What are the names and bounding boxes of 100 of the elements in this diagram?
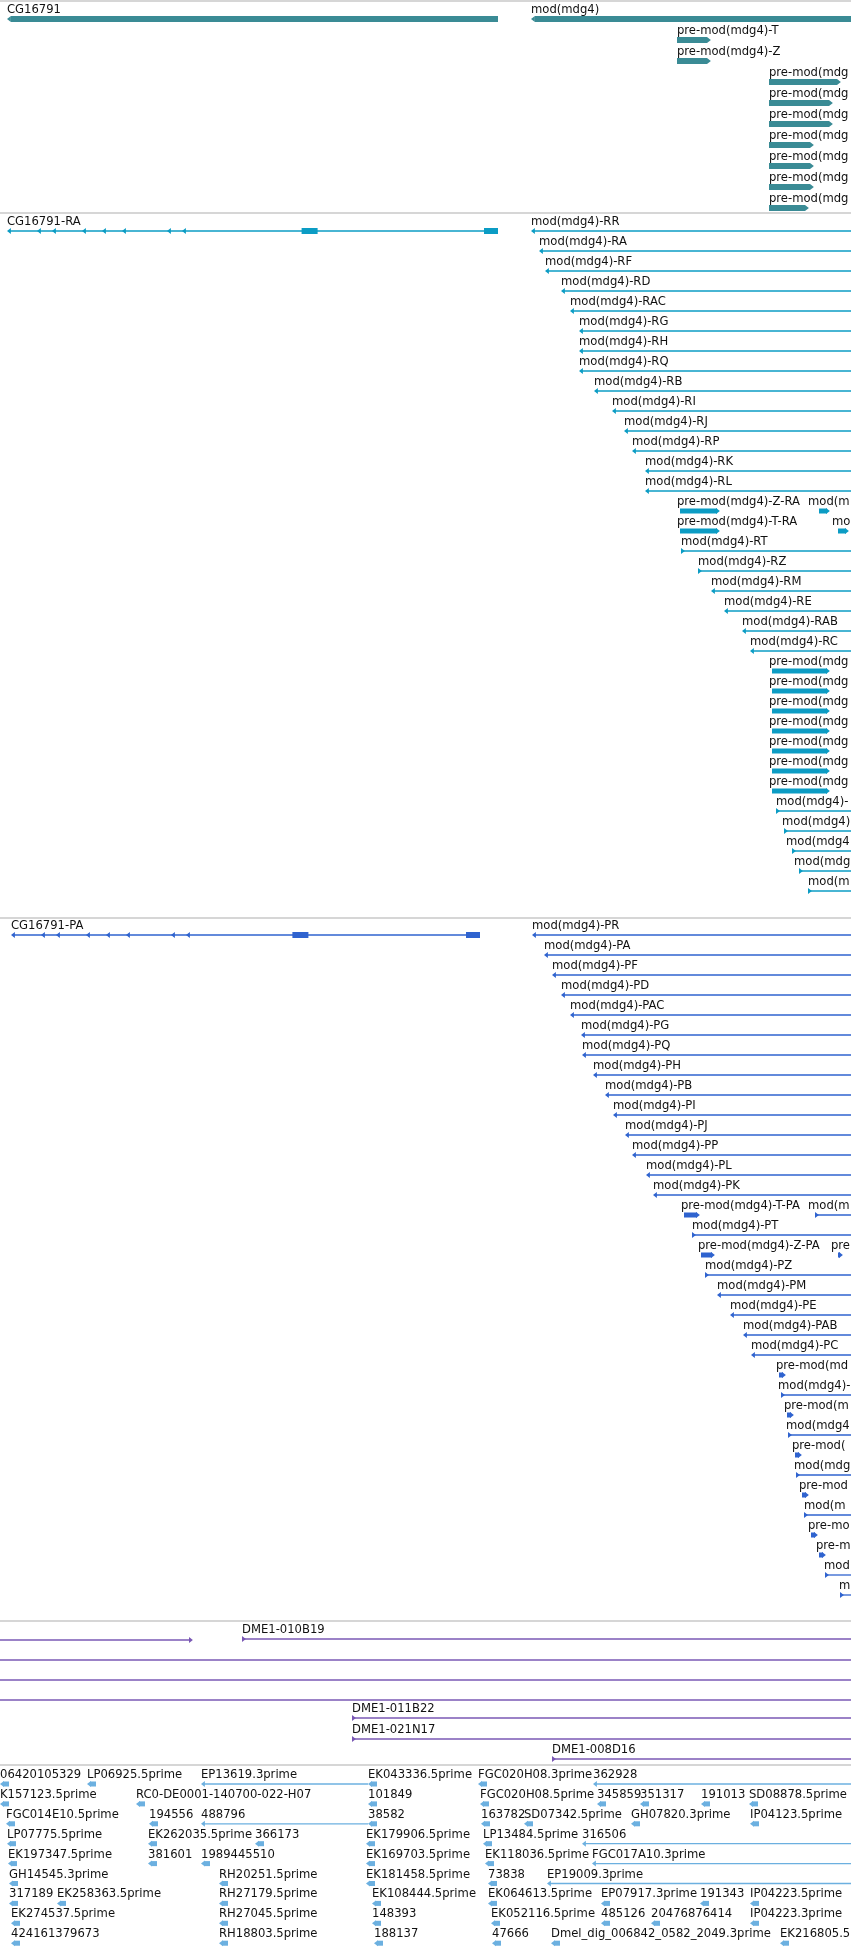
feature-label: pre-mod(mdg4)-T-RA <box>677 514 798 528</box>
feature-label: LP06925.5prime <box>87 1767 183 1781</box>
feature-label: IP04223.5prime <box>750 1886 843 1901</box>
feature-label: SD08878.5prime <box>749 1786 847 1801</box>
feature-label: 317189 <box>9 1886 54 1901</box>
feature-label: mod(mdg4)-PAB <box>743 1318 838 1332</box>
feature-label: EK197347.5prime <box>8 1846 113 1861</box>
feature-label: 485126 <box>601 1906 646 1921</box>
feature-label: mod(mdg <box>794 854 851 868</box>
feature-label: pre-mod(mdg <box>769 734 849 748</box>
feature-label: mod(mdg4)-PI <box>613 1098 696 1112</box>
feature-label: EK181458.5prime <box>366 1866 471 1881</box>
feature-label: pre-mod(mdg <box>769 654 849 668</box>
feature-label: 345859 <box>597 1786 642 1801</box>
feature-label: mod(mdg4)-RR <box>531 214 620 228</box>
feature-label: 381601 <box>148 1846 193 1861</box>
feature-label: mod(mdg4)-PQ <box>582 1038 671 1052</box>
feature-label: mod(mdg4)- <box>778 1378 851 1392</box>
feature-label: pre-mod( <box>792 1438 846 1452</box>
feature-label: 424161379673 <box>11 1926 100 1941</box>
feature-label: mod(mdg4)-RK <box>645 454 734 468</box>
feature-label: GH07820.3prime <box>631 1806 731 1821</box>
feature-label: mod(m <box>808 494 850 508</box>
feature-label: 188137 <box>374 1926 419 1941</box>
feature-label: pre-mod(mdg <box>769 694 849 708</box>
feature-label: mod(mdg4)-PZ <box>705 1258 793 1272</box>
feature-label: mod(mdg4)-RT <box>681 534 768 548</box>
feature-label: 194556 <box>149 1806 194 1821</box>
feature-label: pre-mod(mdg <box>769 86 849 100</box>
feature-label: pre-mod(mdg <box>769 65 849 79</box>
feature-label: mod(m <box>808 874 850 888</box>
feature-label: EK052116.5prime <box>491 1906 596 1921</box>
feature-label: mod(mdg4)-PM <box>717 1278 807 1292</box>
feature-label: pre <box>831 1238 850 1252</box>
feature-label: mod <box>824 1558 850 1572</box>
feature-label: RH18803.5prime <box>219 1926 318 1941</box>
feature-label: pre-mod(mdg <box>769 754 849 768</box>
feature-label: mod(m <box>808 1198 850 1212</box>
feature-label: Dmel_dig_006842_0582_2049.3prime <box>551 1926 771 1941</box>
feature-label: 366173 <box>255 1826 300 1841</box>
feature-label: 163782 <box>481 1806 526 1821</box>
feature-label: 47666 <box>492 1926 529 1941</box>
feature-label: mod(mdg4)-PH <box>593 1058 682 1072</box>
feature-label: pre-mod(mdg <box>769 128 849 142</box>
feature-label: RC0-DE0001-140700-022-H07 <box>136 1786 312 1801</box>
feature-label: 38582 <box>368 1806 405 1821</box>
feature-label: LP07775.5prime <box>7 1826 103 1841</box>
feature-label: EK262035.5prime <box>148 1826 253 1841</box>
feature-label: pre-mod(mdg <box>769 714 849 728</box>
feature-label: mod(mdg4)-RQ <box>579 354 669 368</box>
feature-label: EK064613.5prime <box>488 1886 593 1901</box>
feature-label: EK274537.5prime <box>11 1906 116 1921</box>
feature-label: mo <box>832 514 851 528</box>
feature-label: mod(mdg4) <box>782 814 851 828</box>
feature-label: EP07917.3prime <box>601 1886 698 1901</box>
feature-label: DME1-008D16 <box>552 1742 636 1756</box>
feature-label: mod(mdg4)- <box>776 794 849 808</box>
feature-label: 1989445510 <box>201 1846 275 1861</box>
feature-label: RH20251.5prime <box>219 1866 318 1881</box>
feature-label: 101849 <box>368 1786 413 1801</box>
feature-label: mod(mdg4)-PE <box>730 1298 817 1312</box>
feature-label: mod(mdg4)-PF <box>552 958 639 972</box>
feature-label: pre-mod(mdg4)-Z-PA <box>698 1238 820 1252</box>
feature-label: mod(mdg4)-RG <box>579 314 669 328</box>
feature-label: K157123.5prime <box>0 1786 97 1801</box>
feature-label: pre-mod(mdg4)-Z <box>677 44 781 58</box>
feature-label: RH27045.5prime <box>219 1906 318 1921</box>
feature-label: mod(mdg4)-RZ <box>698 554 787 568</box>
feature-label: 06420105329 <box>0 1767 82 1781</box>
feature-label: EK108444.5prime <box>372 1886 477 1901</box>
feature-label: mod(mdg4)-RD <box>561 274 651 288</box>
feature-label: mod(mdg4)-PJ <box>625 1118 708 1132</box>
feature-label: DME1-021N17 <box>352 1722 436 1736</box>
feature-label: mod(mdg4)-PT <box>692 1218 779 1232</box>
feature-label: pre-mod(mdg <box>769 674 849 688</box>
feature-label: EK043336.5prime <box>368 1767 473 1781</box>
feature-label: RH27179.5prime <box>219 1886 318 1901</box>
feature-label: EK258363.5prime <box>57 1886 162 1901</box>
feature-label: CG16791-RA <box>7 214 81 228</box>
feature-label: EP13619.3prime <box>201 1767 298 1781</box>
feature-label: mod(mdg4)-RAB <box>742 614 838 628</box>
feature-label: mod(mdg4)-PK <box>653 1178 740 1192</box>
feature-label: mod(mdg4)-RI <box>612 394 696 408</box>
feature-label: mod(mdg4)-PD <box>561 978 650 992</box>
feature-label: mod(mdg4)-RB <box>594 374 683 388</box>
feature-label: pre-mod(m <box>784 1398 849 1412</box>
feature-label: mod(mdg4)-PC <box>751 1338 839 1352</box>
feature-label: DME1-011B22 <box>352 1701 435 1715</box>
feature-label: mod(mdg4)-PG <box>581 1018 670 1032</box>
feature-label: pre-mod <box>799 1478 848 1492</box>
feature-label: mod(mdg4 <box>786 1418 850 1432</box>
feature-label: EK169703.5prime <box>366 1846 471 1861</box>
feature-label: 73838 <box>488 1866 525 1881</box>
feature-label: 316506 <box>582 1826 627 1841</box>
feature-label: m <box>839 1578 851 1592</box>
feature-label: pre-mod(md <box>776 1358 849 1372</box>
feature-label: CG16791 <box>7 2 61 16</box>
feature-label: 191013 <box>701 1786 746 1801</box>
feature-label: 191343 <box>700 1886 745 1901</box>
feature-label: mod(mdg4)-PB <box>605 1078 693 1092</box>
